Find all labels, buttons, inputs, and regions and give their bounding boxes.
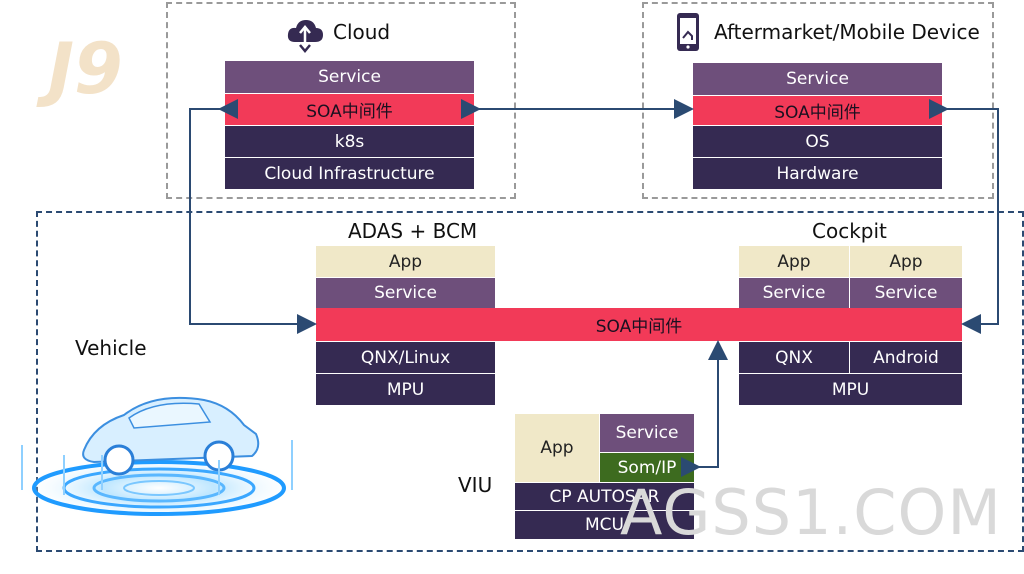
viu-app-layer: App xyxy=(515,414,599,482)
mobile-hardware-layer: Hardware xyxy=(693,157,942,189)
viu-someip-layer: Som/IP xyxy=(599,452,694,482)
cockpit-mpu-layer: MPU xyxy=(739,373,962,405)
vehicle-car-illustration xyxy=(14,370,314,530)
adas-mpu-layer: MPU xyxy=(316,373,495,405)
cockpit-os-qnx: QNX xyxy=(739,341,850,373)
mobile-device-icon xyxy=(676,12,700,52)
cloud-to-vehicle-connector xyxy=(189,99,317,334)
viu-mcu-layer: MCU xyxy=(515,510,694,539)
mobile-soa-layer: SOA中间件 xyxy=(693,95,942,125)
cloud-icon xyxy=(285,14,325,54)
mobile-os-layer: OS xyxy=(693,125,942,157)
viu-service-layer: Service xyxy=(599,414,694,452)
viu-autosar-layer: CP AUTOSAR xyxy=(515,482,694,510)
vehicle-label: Vehicle xyxy=(75,336,147,360)
viu-label: VIU xyxy=(458,473,493,497)
brand-logo: J9 xyxy=(48,28,123,110)
mobile-title: Aftermarket/Mobile Device xyxy=(714,20,980,44)
cockpit-os-android: Android xyxy=(850,341,962,373)
cockpit-title: Cockpit xyxy=(812,219,887,243)
mobile-service-layer: Service xyxy=(693,63,942,95)
vehicle-soa-middleware-bar: SOA中间件 xyxy=(316,308,962,341)
adas-title: ADAS + BCM xyxy=(348,219,478,243)
viu-to-vehicle-connector xyxy=(681,340,728,477)
adas-os-layer: QNX/Linux xyxy=(316,341,495,373)
cloud-title: Cloud xyxy=(333,20,391,44)
mobile-to-vehicle-connector xyxy=(929,99,999,334)
cockpit-app-1: App xyxy=(739,246,850,277)
vehicle-frame xyxy=(36,211,1024,552)
cockpit-service-1: Service xyxy=(739,277,850,308)
watermark-text: AGSS1.COM xyxy=(620,476,1002,549)
adas-service-layer: Service xyxy=(316,277,495,308)
cloud-service-layer: Service xyxy=(225,61,474,93)
adas-app-layer: App xyxy=(316,246,495,277)
